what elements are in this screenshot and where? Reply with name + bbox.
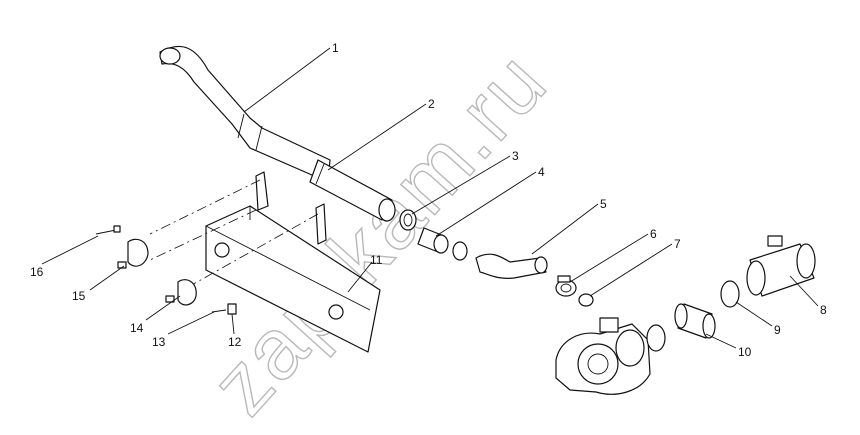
callout-12: 12 [228,335,242,349]
part-10-sleeve [674,303,716,339]
callout-15: 15 [72,289,86,303]
part-13-bolt [211,309,227,313]
callout-14: 14 [130,321,144,335]
callout-8: 8 [820,303,827,317]
callout-10: 10 [738,345,752,359]
turbo-ring [646,324,666,352]
part-9-oring [720,280,740,308]
callout-5: 5 [600,197,607,211]
callout-11: 11 [370,253,383,267]
leader-lines [41,47,819,349]
callout-3: 3 [512,149,519,163]
part-7-oring [578,293,594,307]
turbocharger [555,317,651,395]
callout-7: 7 [674,237,681,251]
part-11-bracket-plate [149,171,381,353]
callout-2: 2 [428,97,435,111]
part-12-nut [227,303,237,315]
ring-small [452,241,468,261]
part-6-clamp [555,275,577,297]
part-5-hose [475,253,548,279]
callout-13: 13 [152,335,166,349]
part-4-sleeve [417,227,449,254]
part-16-bolt [95,225,121,235]
callout-1: 1 [332,41,339,55]
part-14-clamp [165,279,197,306]
part-3-ring [399,209,417,231]
callout-4: 4 [538,165,545,179]
part-2-straight-pipe [309,159,396,222]
part-8-elbow-pipe [746,235,816,297]
callout-16: 16 [30,265,44,279]
part-15-clamp [117,238,149,269]
callout-9: 9 [774,323,781,337]
callout-6: 6 [650,227,657,241]
